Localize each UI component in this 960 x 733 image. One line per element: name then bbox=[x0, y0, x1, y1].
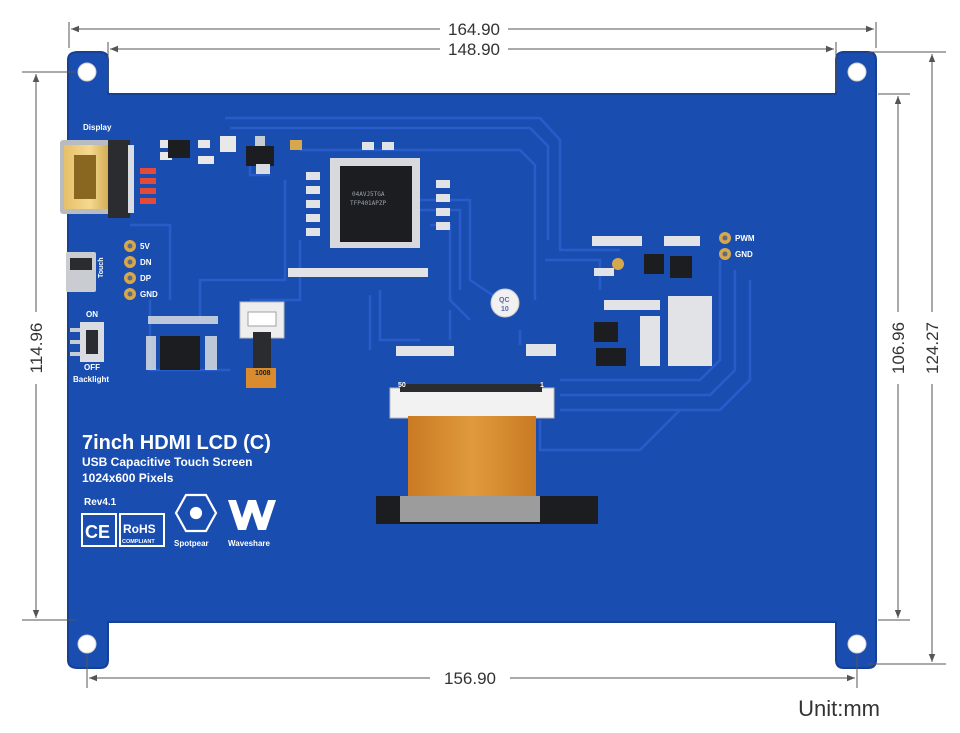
ce-mark: CE bbox=[85, 522, 110, 542]
passive-components bbox=[288, 142, 712, 366]
pin-dn-label: DN bbox=[140, 258, 152, 267]
dim-right-inner: 106.96 bbox=[889, 322, 908, 374]
pin-gnd-label: GND bbox=[140, 290, 158, 299]
dim-top-outer: 164.90 bbox=[448, 20, 500, 39]
board-title: 7inch HDMI LCD (C) bbox=[82, 432, 271, 454]
main-fpc-connector bbox=[389, 384, 555, 419]
waveshare-logo-icon bbox=[228, 500, 276, 530]
switch-off-label: OFF bbox=[84, 363, 100, 372]
board-subtitle-1: USB Capacitive Touch Screen bbox=[82, 455, 253, 469]
ce-mark-box bbox=[81, 513, 117, 547]
pin-dp-label: DP bbox=[140, 274, 152, 283]
voltage-regulator bbox=[220, 136, 302, 174]
fpc-pin-1: 1 bbox=[540, 382, 544, 389]
switch-on-label: ON bbox=[86, 310, 98, 319]
dim-right-outer: 124.27 bbox=[923, 322, 942, 374]
brand-waveshare: Waveshare bbox=[228, 539, 271, 548]
qc-label: QC bbox=[499, 297, 510, 304]
unit-label: Unit:mm bbox=[798, 696, 880, 721]
resistor-array bbox=[140, 140, 214, 204]
pin-5v-label: 5V bbox=[140, 242, 150, 251]
pwm-header-pins bbox=[719, 232, 731, 260]
display-ribbon-cable bbox=[376, 416, 598, 524]
dim-left: 114.96 bbox=[27, 323, 46, 374]
chip-marking-1: 04AVJ5TGA bbox=[352, 191, 385, 198]
rohs-compliant: COMPLIANT bbox=[122, 539, 155, 545]
dim-top-inner: 148.90 bbox=[448, 40, 500, 59]
hdmi-connector bbox=[60, 140, 134, 218]
power-section bbox=[594, 254, 692, 366]
board-revision: Rev4.1 bbox=[84, 497, 117, 508]
touch-label: Touch bbox=[98, 258, 105, 278]
hdmi-receiver-chip bbox=[330, 158, 420, 248]
usb-touch-port bbox=[66, 252, 96, 292]
board-subtitle-2: 1024x600 Pixels bbox=[82, 471, 174, 485]
pin-pwm-label: PWM bbox=[735, 234, 755, 243]
pin-gnd-2-label: GND bbox=[735, 250, 753, 259]
small-fpc-connector bbox=[239, 301, 285, 388]
rohs-mark: RoHS bbox=[123, 522, 156, 536]
brand-spotpear: Spotpear bbox=[174, 539, 209, 548]
mounting-holes bbox=[77, 62, 867, 654]
backlight-switch bbox=[70, 322, 104, 362]
qc-sticker bbox=[490, 288, 520, 318]
touch-header-pins bbox=[124, 240, 136, 300]
dimension-lines bbox=[22, 22, 946, 688]
small-chip-label: 1008 bbox=[255, 370, 271, 377]
display-label: Display bbox=[83, 123, 112, 132]
chip-marking-2: TFP401APZP bbox=[350, 200, 387, 207]
qc-number: 10 bbox=[501, 306, 509, 313]
backlight-driver-ic bbox=[146, 316, 218, 370]
rohs-mark-box bbox=[119, 513, 165, 547]
fpc-pin-50: 50 bbox=[398, 382, 406, 389]
spotpear-logo-icon bbox=[174, 493, 218, 533]
backlight-label: Backlight bbox=[73, 375, 109, 384]
dim-bottom: 156.90 bbox=[444, 669, 496, 688]
